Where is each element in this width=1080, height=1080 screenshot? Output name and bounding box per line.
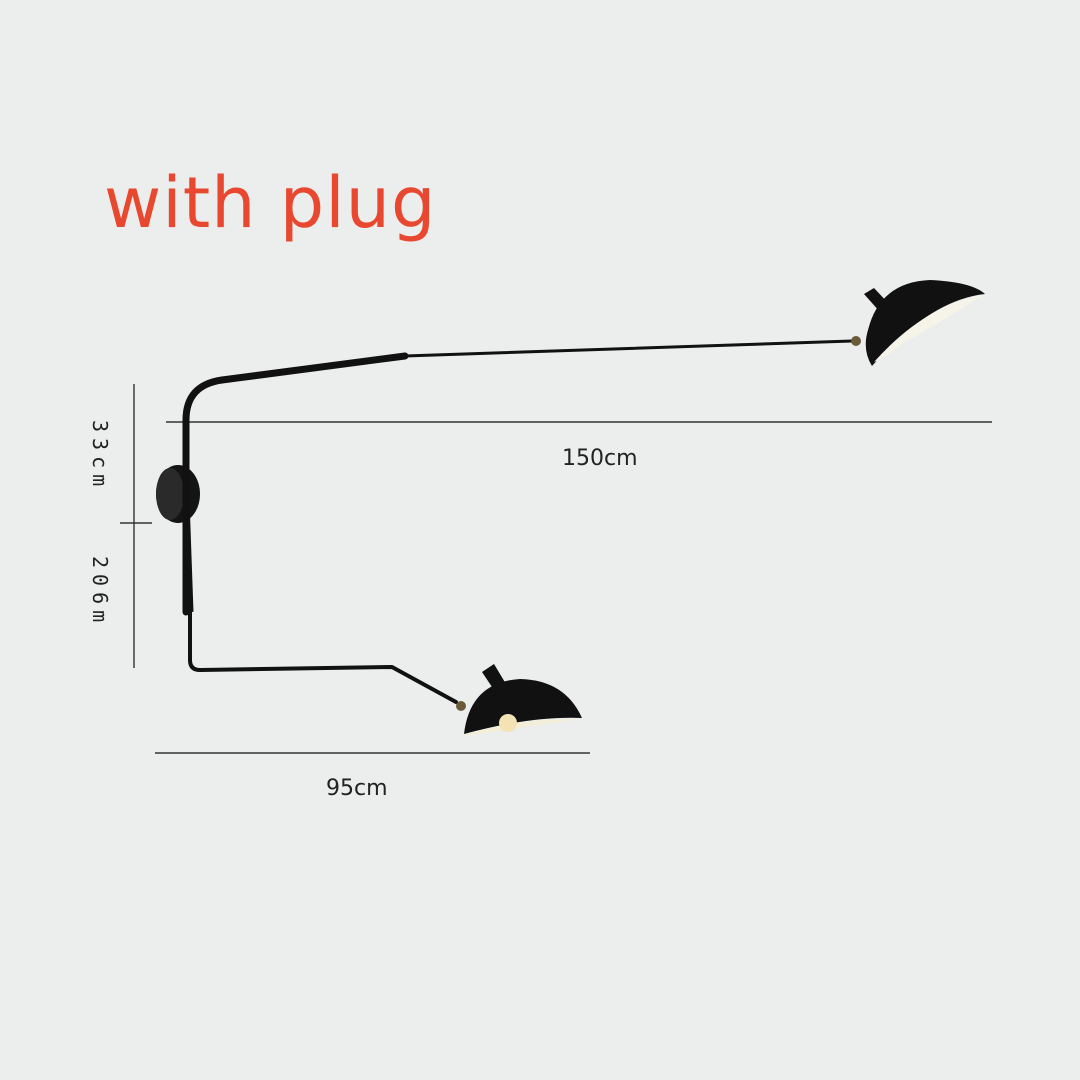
headline-with-plug: with plug bbox=[104, 162, 437, 244]
upper-arm bbox=[218, 352, 409, 384]
wall-mount bbox=[156, 465, 200, 523]
dimension-label-150cm: 150cm bbox=[562, 446, 638, 471]
dimension-label-95cm: 95cm bbox=[326, 776, 388, 801]
lower-lamp-shade bbox=[464, 664, 582, 736]
dimension-lines bbox=[120, 384, 992, 754]
dimension-label-206m: 206m bbox=[88, 556, 112, 629]
vertical-rod bbox=[182, 376, 226, 616]
dimension-label-33cm: 33cm bbox=[88, 420, 112, 493]
upper-lamp-shade bbox=[864, 280, 985, 366]
lower-arm bbox=[188, 610, 458, 704]
